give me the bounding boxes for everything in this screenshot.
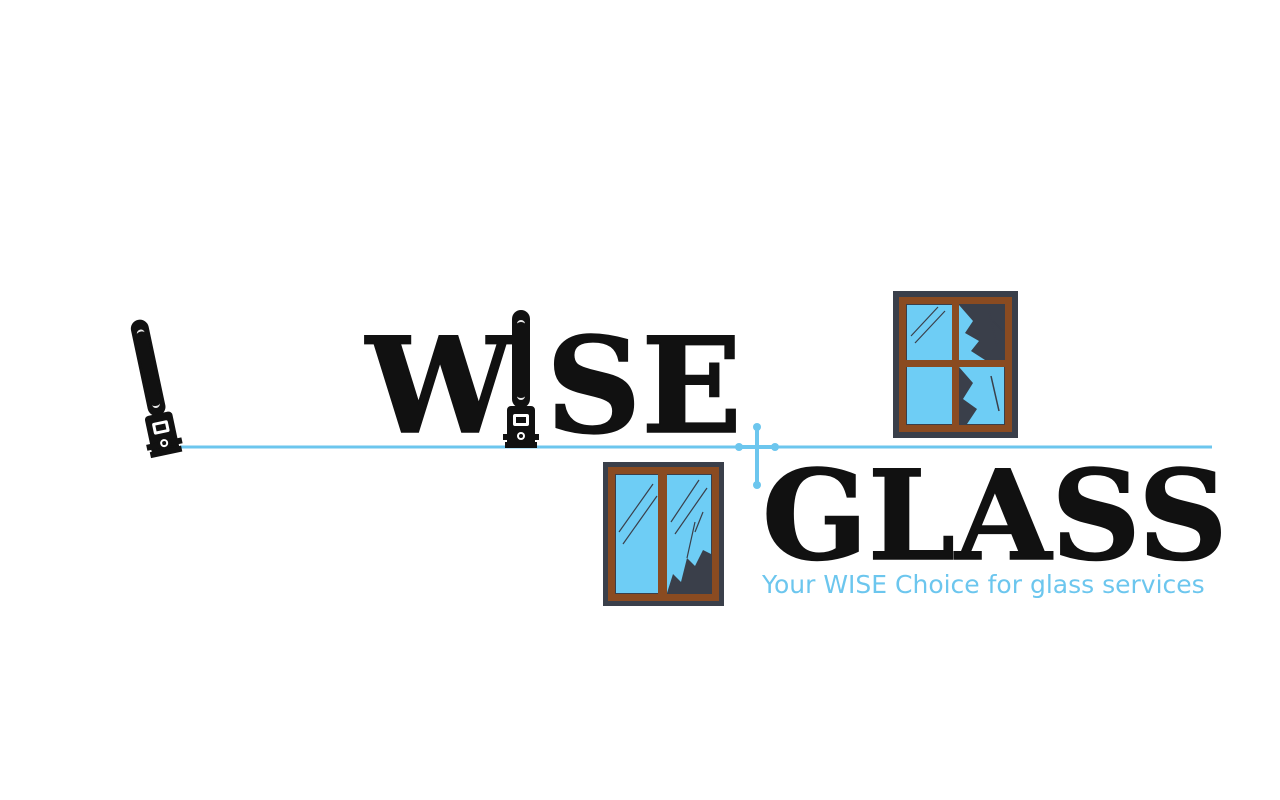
broken-window-icon bbox=[893, 291, 1018, 438]
tagline: Your WISE Choice for glass services bbox=[762, 570, 1205, 599]
cross-icon bbox=[735, 423, 779, 489]
broken-window-icon bbox=[603, 462, 724, 606]
logo-letter-w: W bbox=[364, 309, 516, 464]
wrench-icon bbox=[120, 316, 185, 459]
logo-word-glass: GLASS bbox=[762, 444, 1228, 589]
logo-letters-se: SE bbox=[546, 309, 742, 464]
